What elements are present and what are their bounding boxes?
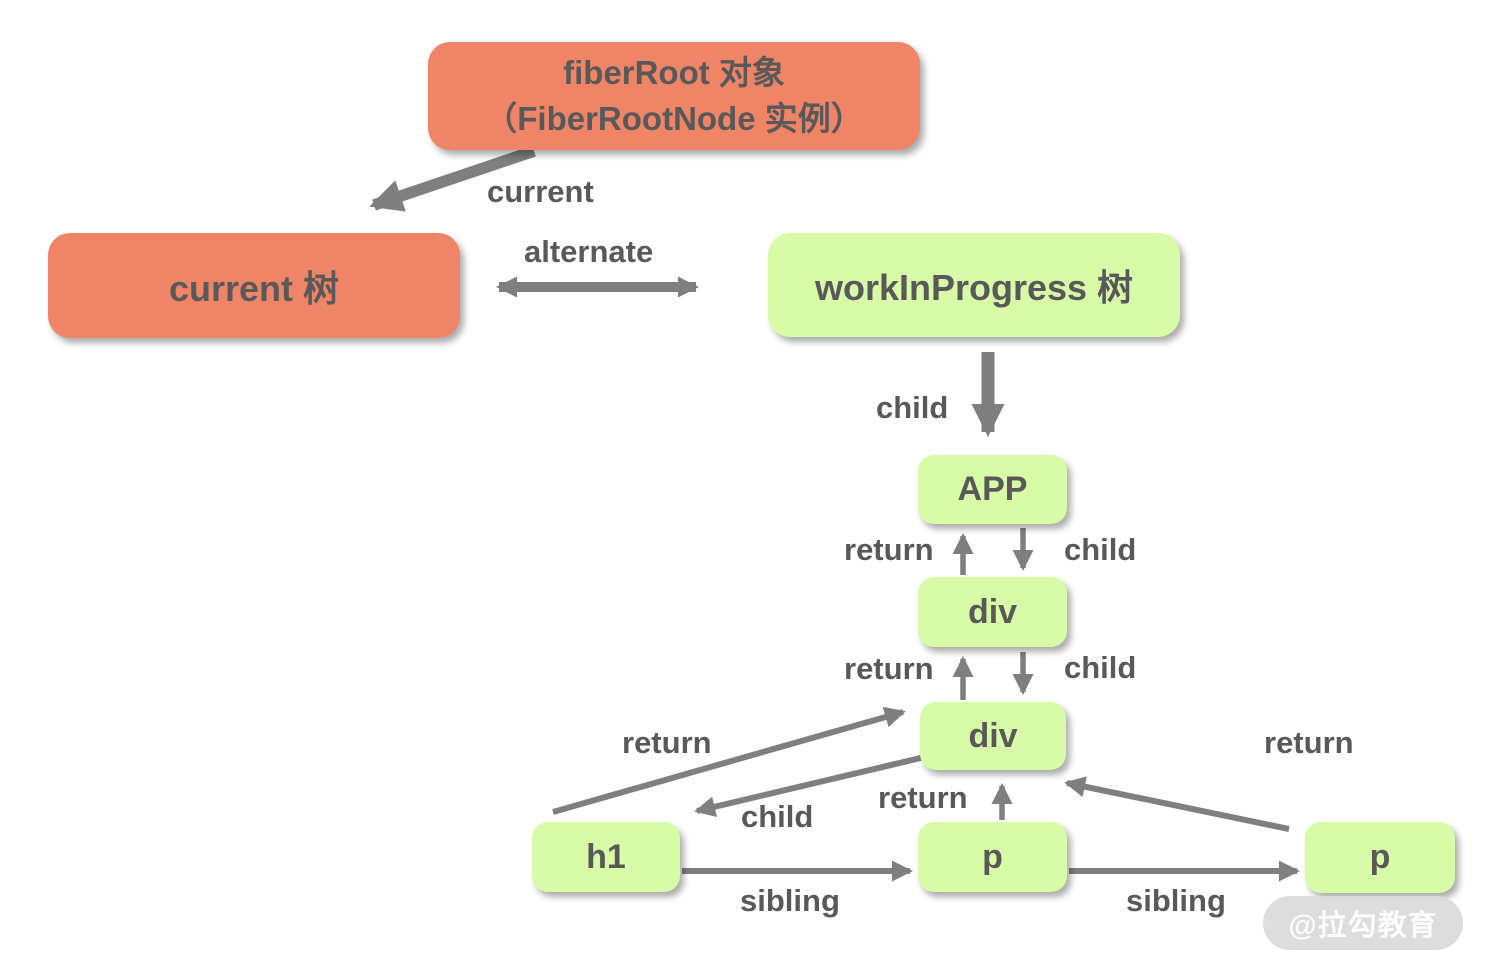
fiber-root-label: fiberRoot 对象 （FiberRootNode 实例） — [484, 50, 863, 142]
fiber-node-p2-label: p — [1369, 838, 1391, 876]
work-in-progress-tree-label: workInProgress 树 — [814, 267, 1134, 308]
fiber-node-div1: div — [918, 577, 1067, 647]
fiber-node-h1-label: h1 — [586, 837, 626, 876]
fiber-node-div2: div — [920, 702, 1066, 770]
fiber-root-line1: fiberRoot 对象 — [563, 53, 785, 91]
edge-label-return-p2-to-div: return — [1264, 725, 1354, 760]
return-arrow-h1-div2 — [552, 706, 906, 815]
fiber-node-p1: p — [918, 822, 1067, 892]
fiber-node-p1-label: p — [982, 837, 1003, 876]
watermark-badge: @拉勾教育 — [1263, 896, 1463, 950]
edge-label-return-app: return — [844, 532, 934, 567]
current-tree-node: current 树 — [48, 233, 460, 338]
return-arrow-p2-div2 — [1064, 776, 1290, 832]
child-arrow-div2-h1 — [694, 753, 930, 818]
edge-label-sibling-h1-p: sibling — [740, 883, 840, 918]
edge-label-child-root: child — [876, 390, 949, 425]
current-tree-label: current 树 — [168, 267, 340, 309]
fiber-node-p2: p — [1305, 822, 1455, 893]
edge-label-child-div-to-h1: child — [741, 799, 814, 834]
watermark-text: @拉勾教育 — [1288, 910, 1438, 942]
edge-label-return-div: return — [844, 651, 934, 686]
current-arrow — [369, 145, 536, 212]
fiber-node-app-label: APP — [957, 470, 1028, 508]
edge-label-alternate: alternate — [524, 234, 654, 269]
fiber-root-node: fiberRoot 对象 （FiberRootNode 实例） — [428, 42, 920, 150]
edge-label-current: current — [487, 174, 594, 209]
fiber-root-line2: （FiberRootNode 实例） — [484, 100, 864, 137]
fiber-node-h1: h1 — [532, 822, 680, 892]
edge-label-child-div: child — [1064, 650, 1137, 685]
edge-label-return-p1-to-div: return — [878, 780, 968, 815]
edge-label-sibling-p-p: sibling — [1126, 883, 1226, 918]
fiber-node-div1-label: div — [967, 592, 1018, 631]
work-in-progress-tree-node: workInProgress 树 — [768, 233, 1180, 337]
fiber-node-app: APP — [918, 455, 1067, 524]
edge-label-child-app: child — [1064, 532, 1137, 567]
edge-label-return-h1-to-div: return — [622, 725, 712, 760]
fiber-node-div2-label: div — [968, 716, 1018, 755]
